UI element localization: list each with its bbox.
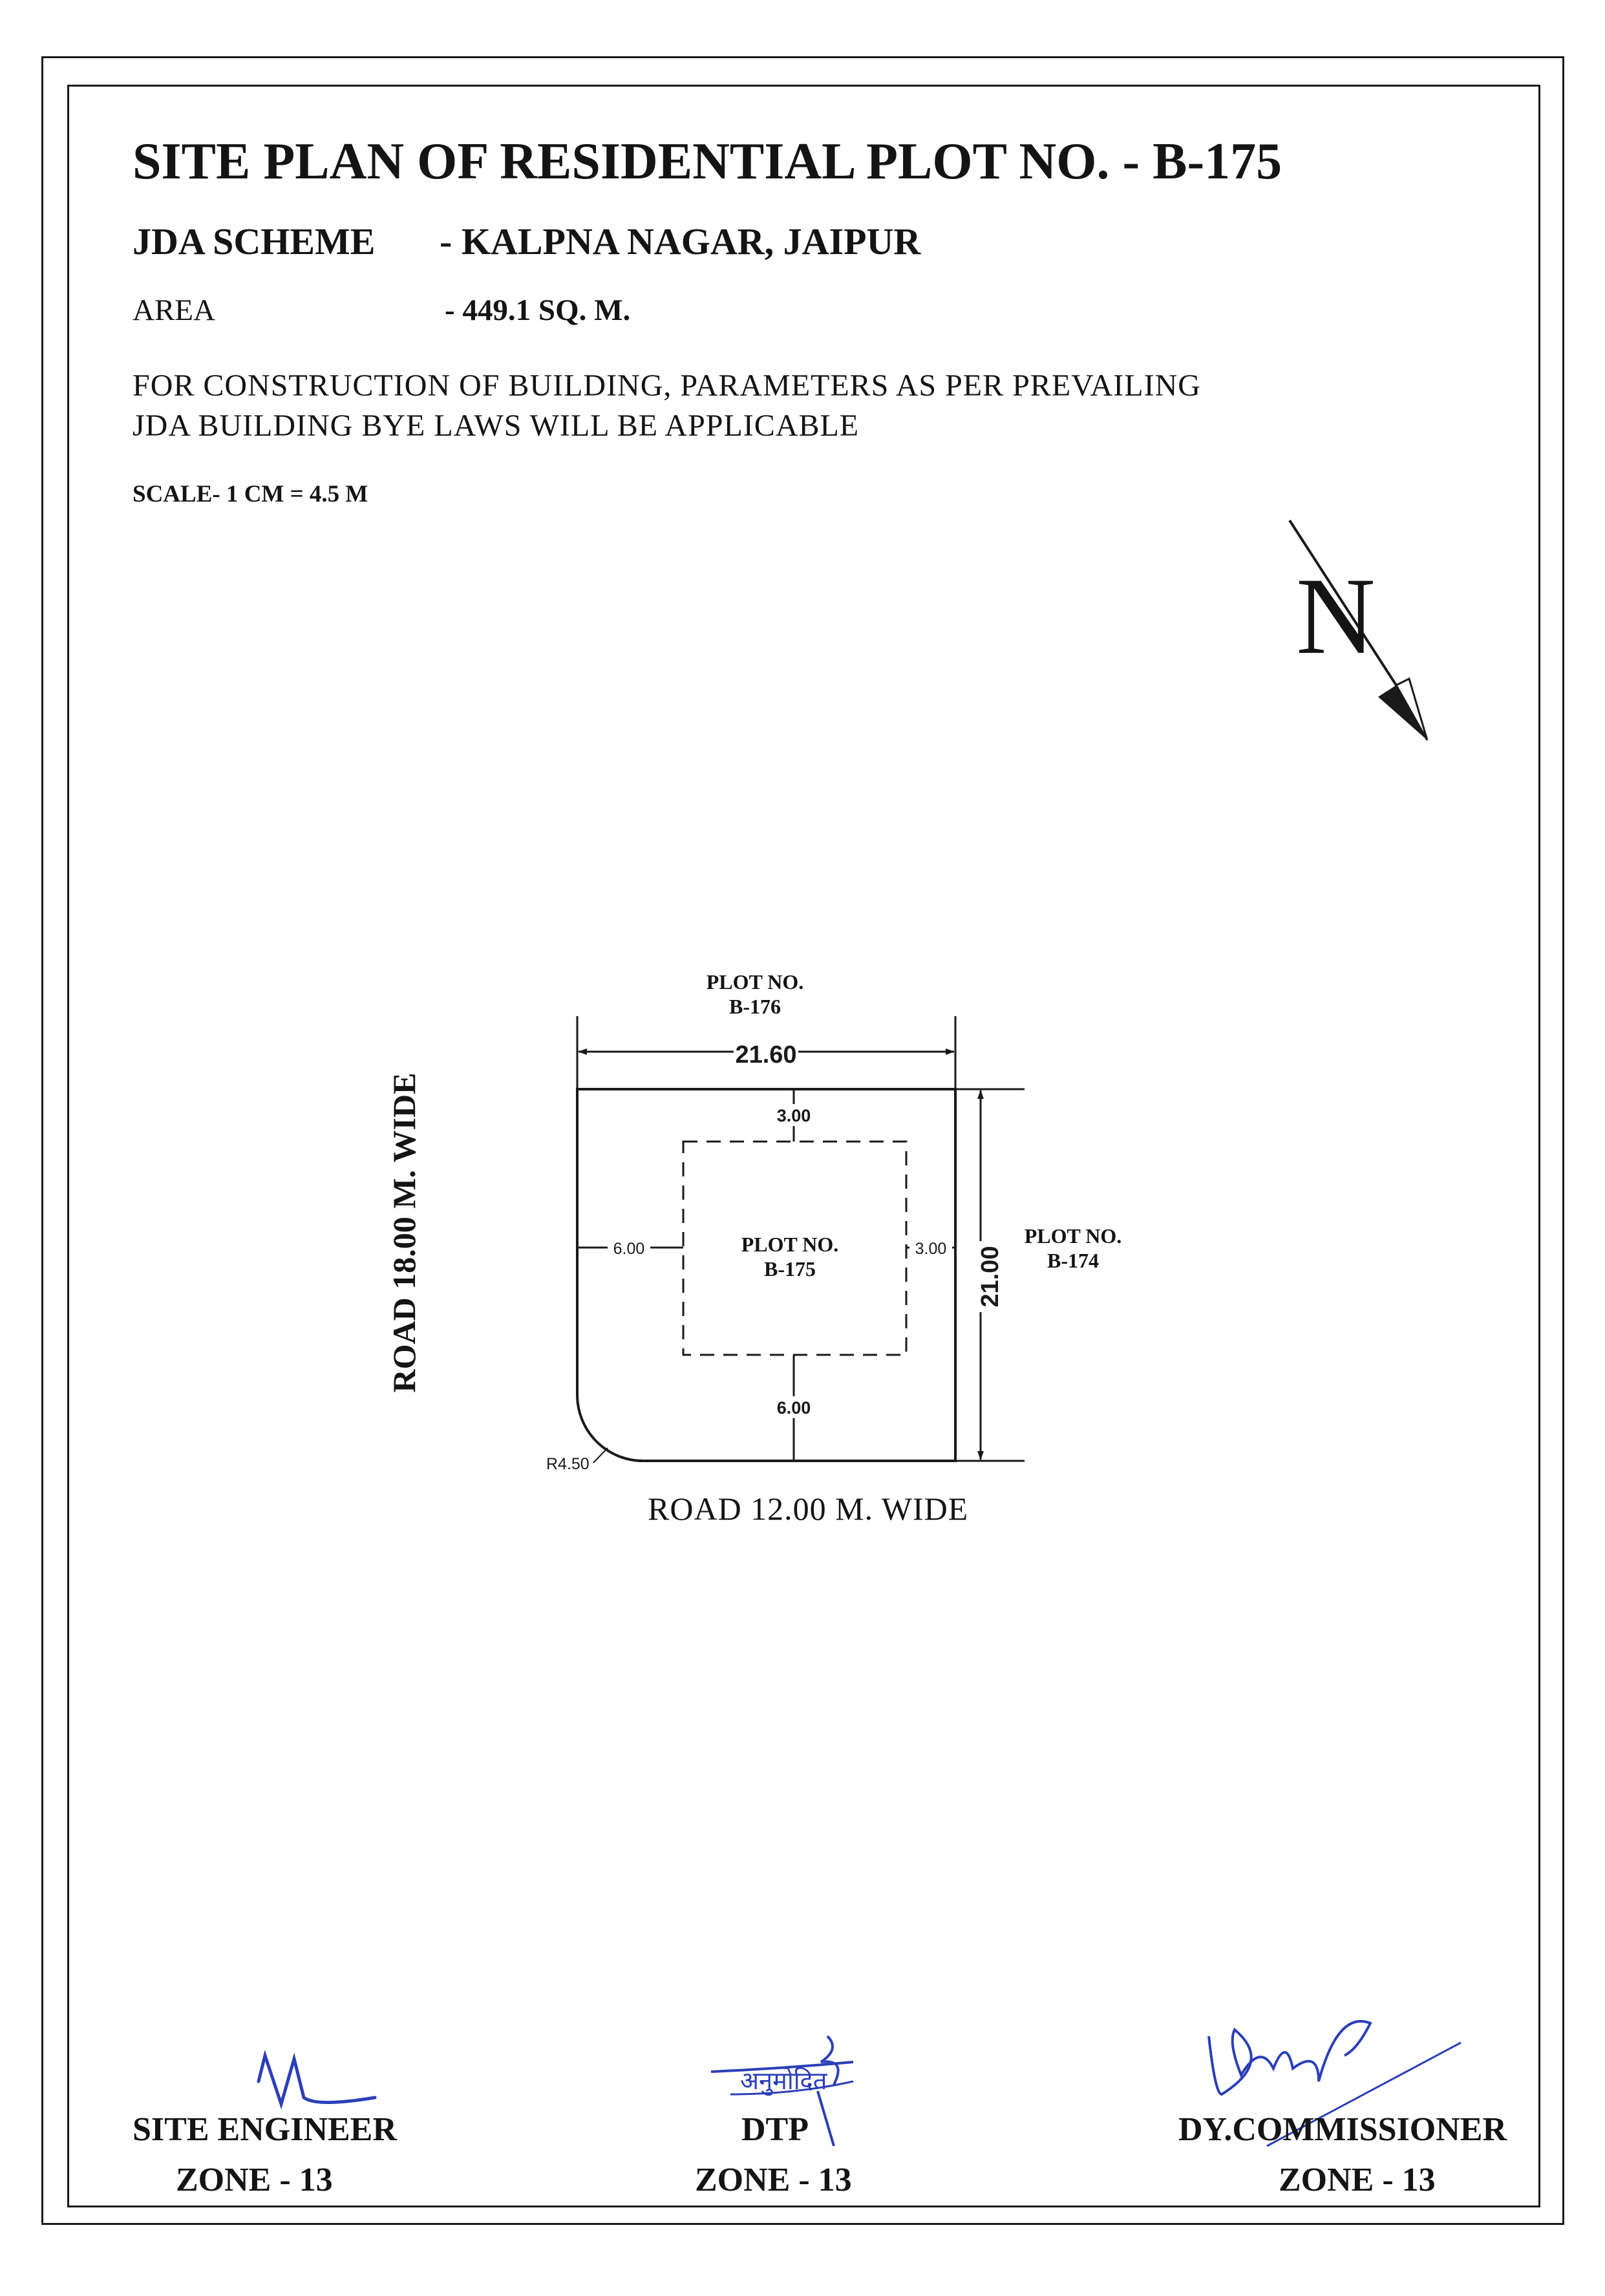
center-plot-label: PLOT NO. B-175 bbox=[741, 1233, 839, 1281]
signature-site-engineer bbox=[257, 2050, 377, 2110]
depth-dimension: 21.00 bbox=[977, 1246, 1004, 1307]
page-title: SITE PLAN OF RESIDENTIAL PLOT NO. - B-17… bbox=[133, 133, 1282, 190]
scheme-value: - KALPNA NAGAR, JAIPUR bbox=[440, 220, 921, 262]
scale-note: SCALE- 1 CM = 4.5 M bbox=[133, 481, 368, 507]
setback-east: 3.00 bbox=[915, 1240, 947, 1258]
area-label: AREA bbox=[133, 293, 215, 327]
setback-west: 6.00 bbox=[613, 1240, 645, 1258]
signatory-dy-commissioner-zone: ZONE - 13 bbox=[1279, 2162, 1436, 2198]
construction-note-line-2: JDA BUILDING BYE LAWS WILL BE APPLICABLE bbox=[133, 409, 860, 443]
north-arrow-icon bbox=[1288, 519, 1429, 741]
setback-south: 6.00 bbox=[777, 1398, 811, 1418]
signature-dtp: अनुमोदित bbox=[710, 2035, 854, 2146]
signature-dy-commissioner bbox=[1207, 2019, 1462, 2147]
east-plot-label: PLOT NO. B-174 bbox=[1024, 1224, 1122, 1272]
corner-radius: R4.50 bbox=[546, 1455, 590, 1473]
north-plot-label: PLOT NO. B-176 bbox=[706, 970, 804, 1018]
signatory-dy-commissioner: DY.COMMISSIONER bbox=[1178, 2111, 1507, 2148]
sheet-border-outer bbox=[41, 56, 1564, 2225]
width-dimension: 21.60 bbox=[735, 1041, 796, 1068]
road-south-label: ROAD 12.00 M. WIDE bbox=[648, 1491, 969, 1527]
signatory-site-engineer: SITE ENGINEER bbox=[133, 2111, 397, 2148]
plot-boundary bbox=[576, 1088, 957, 1462]
north-label: N bbox=[1296, 555, 1376, 677]
signatory-site-engineer-zone: ZONE - 13 bbox=[176, 2162, 333, 2198]
construction-note-line-1: FOR CONSTRUCTION OF BUILDING, PARAMETERS… bbox=[133, 368, 1201, 403]
road-west-label: ROAD 18.00 M. WIDE bbox=[386, 1072, 422, 1393]
sheet-border-inner bbox=[67, 85, 1540, 2207]
scheme-label: JDA SCHEME bbox=[133, 220, 376, 262]
site-plan-drawing: 21.60 21.00 3.00 6.00 6.00 3.00 R4.50 bbox=[546, 1016, 1025, 1473]
setback-north: 3.00 bbox=[777, 1106, 811, 1125]
signature-hindi-text: अनुमोदित bbox=[740, 2067, 828, 2096]
signatory-dtp-zone: ZONE - 13 bbox=[695, 2162, 852, 2198]
area-value: - 449.1 SQ. M. bbox=[445, 293, 631, 327]
signatory-dtp: DTP bbox=[741, 2111, 809, 2148]
